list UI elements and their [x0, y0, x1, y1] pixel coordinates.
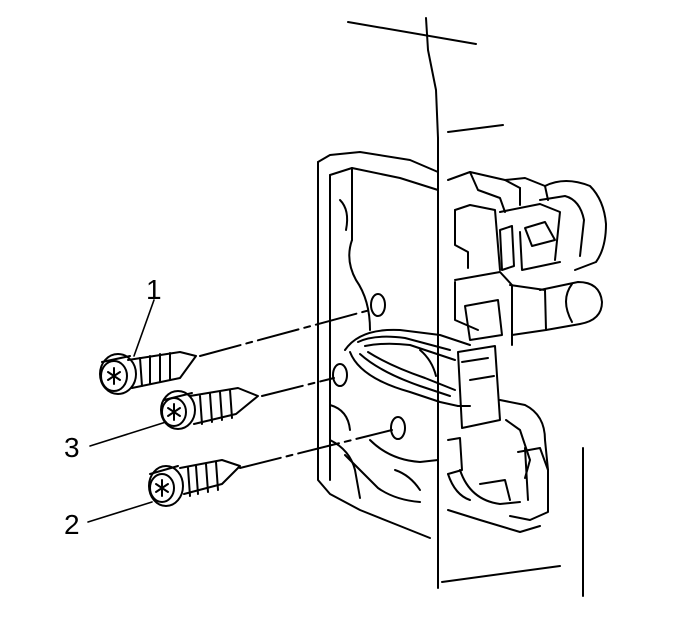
screw-hole-middle [332, 363, 348, 387]
screw-3 [160, 387, 259, 430]
leader-line-2 [87, 501, 153, 523]
leader-lines [87, 299, 167, 523]
screw-hole-upper [370, 293, 386, 317]
screw-holes [332, 293, 406, 440]
door-latch-assembly [317, 151, 607, 539]
callout-3: 3 [64, 432, 80, 463]
leader-line-1 [133, 299, 155, 357]
installation-paths [199, 309, 393, 469]
door-panel-lines [347, 17, 584, 597]
leader-line-3 [89, 421, 167, 447]
callout-1: 1 [146, 274, 162, 305]
callout-2: 2 [64, 509, 80, 540]
screw-1 [99, 351, 197, 395]
screw-2 [148, 459, 241, 507]
screw-hole-lower [390, 416, 406, 440]
